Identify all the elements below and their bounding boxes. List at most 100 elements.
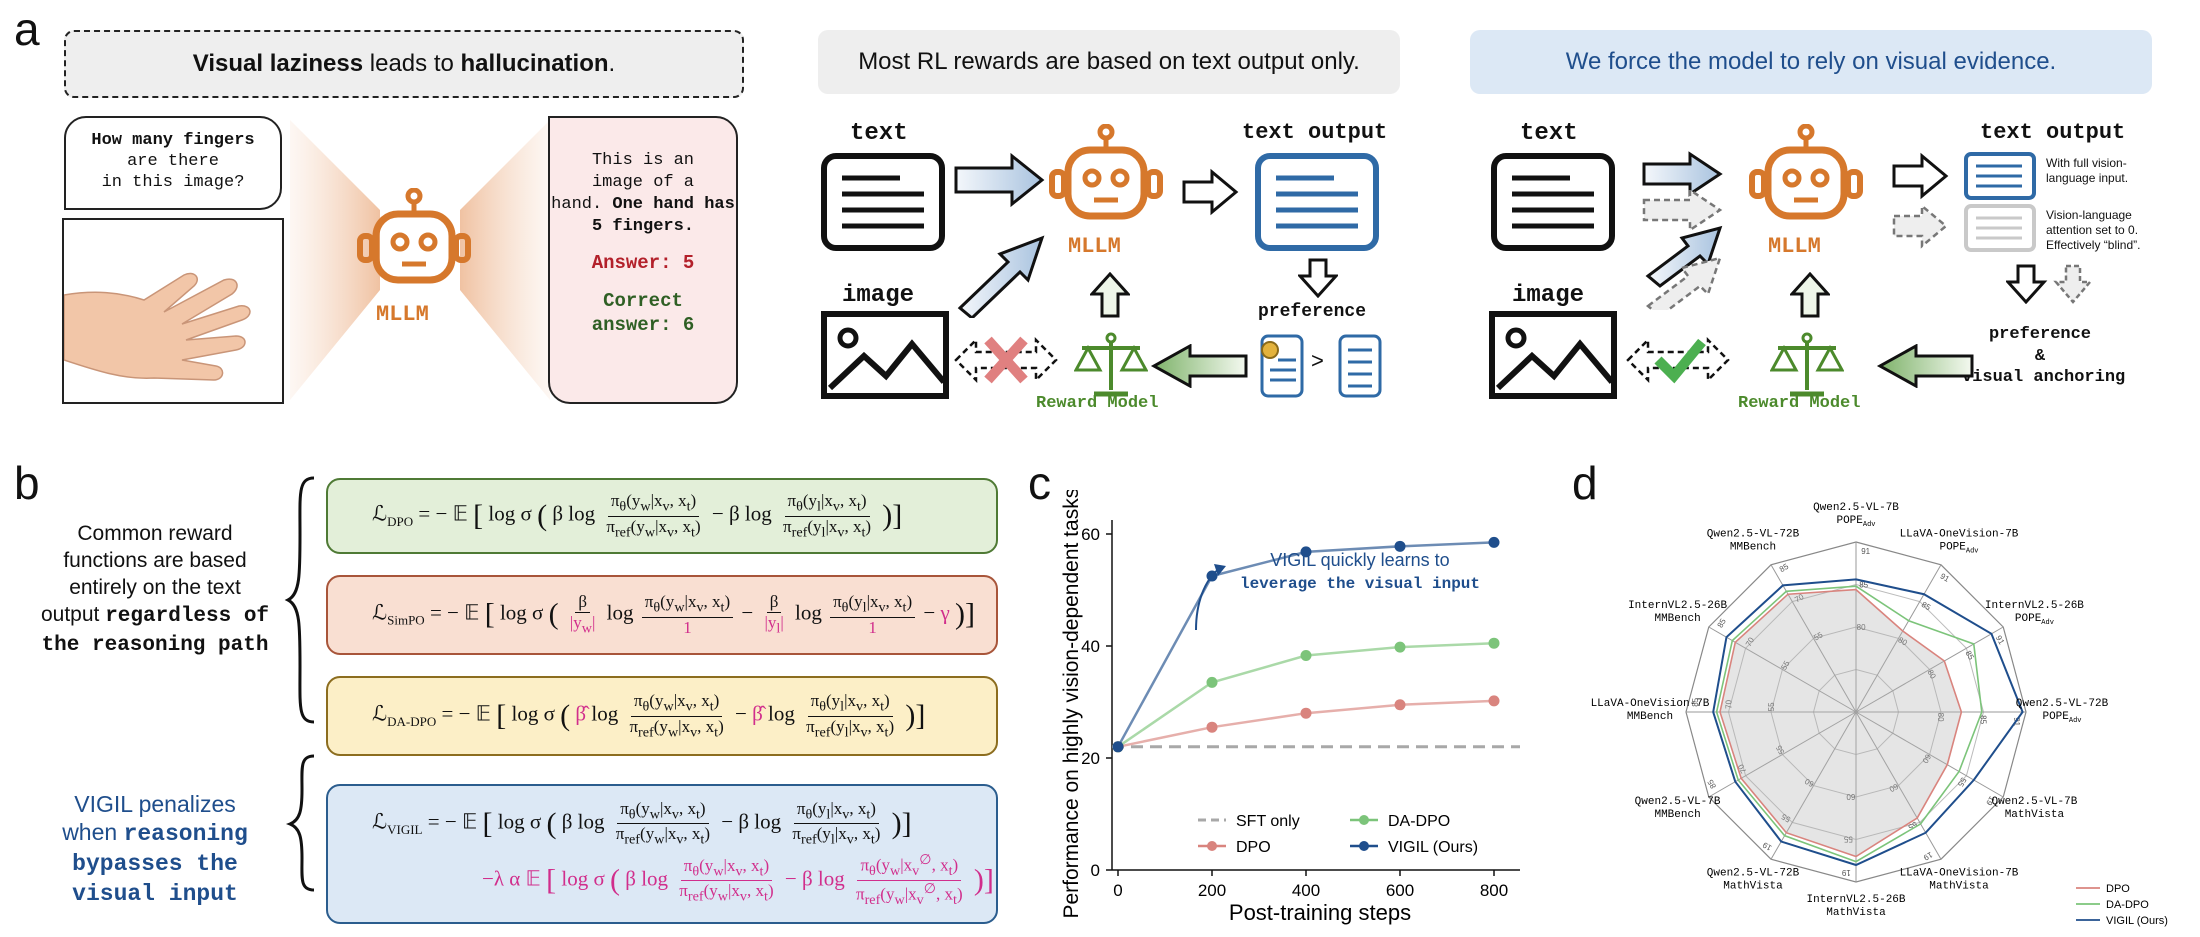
question-line2: are there xyxy=(127,152,219,171)
arrow-mllm-to-output-mid xyxy=(1182,168,1239,216)
text-doc-icon-mid xyxy=(821,153,945,251)
question-line3: in this image? xyxy=(101,173,245,192)
image-label-right: image xyxy=(1512,282,1585,309)
image-icon-right xyxy=(1489,311,1617,399)
panel-b-letter: b xyxy=(14,457,40,509)
radar-tick-label: 55 xyxy=(1767,702,1776,711)
data-point xyxy=(1488,536,1500,548)
y-tick-label: 20 xyxy=(1081,749,1100,768)
common-desc3: entirely on the text xyxy=(69,576,241,599)
text-label-mid: text xyxy=(850,120,908,147)
question-bubble: How many fingers are there in this image… xyxy=(64,116,282,210)
data-point xyxy=(1300,650,1312,662)
full-input-note: With full vision- language input. xyxy=(2046,156,2128,186)
data-point xyxy=(1206,676,1218,688)
blind-note2: attention set to 0. xyxy=(2046,223,2139,237)
title-left-mid: leads to xyxy=(363,50,461,77)
radar-tick-label: 19 xyxy=(1841,868,1850,877)
pref-anchor-label: preference & xyxy=(1960,324,2120,368)
eq-simpo-box: ℒSimPO = − 𝔼 [ log σ ( β|yw| log πθ(yw|x… xyxy=(326,575,998,655)
robot-icon-left xyxy=(357,188,471,284)
arrow-text-to-mllm-mid xyxy=(954,152,1045,208)
data-point xyxy=(1394,540,1406,552)
legend-label: VIGIL (Ours) xyxy=(1388,839,1478,856)
text-label-right: text xyxy=(1520,120,1578,147)
panel-a-title-right: We force the model to rely on visual evi… xyxy=(1470,30,2152,94)
radar-series-dpo xyxy=(1719,588,1963,858)
radar-series-da-dpo xyxy=(1715,585,1983,863)
chart-annotation-2: leverage the visual input xyxy=(1240,575,1480,593)
chart-annotation-1: VIGIL quickly learns to xyxy=(1270,550,1449,570)
data-point xyxy=(1206,721,1218,733)
text-output-label-right: text output xyxy=(1980,120,2126,145)
x-tick-label: 200 xyxy=(1198,881,1226,900)
data-point xyxy=(1394,641,1406,653)
answer-correct2: answer: 6 xyxy=(591,314,695,336)
answer-line2: image of a xyxy=(591,173,695,192)
vigil-mono2: bypasses the xyxy=(72,851,238,877)
radar-tick-label: 80 xyxy=(1857,623,1866,632)
pref-anchor3: visual anchoring xyxy=(1962,368,2126,387)
panel-d-letter: d xyxy=(1572,457,1598,509)
legend-label: DPO xyxy=(1236,839,1271,856)
title-left-bold1: Visual laziness xyxy=(192,50,364,77)
answer-line3: hand. xyxy=(551,195,603,214)
scale-icon-mid xyxy=(1074,332,1148,397)
radar-tick-label: 70 xyxy=(1725,699,1734,708)
mllm-label-left: MLLM xyxy=(376,302,429,327)
radar-tick-label: 85 xyxy=(1859,581,1868,590)
radar-spoke xyxy=(1855,626,2004,713)
preference-docs-icon-mid xyxy=(1260,334,1382,398)
question-bold: How many fingers xyxy=(91,131,255,150)
gt-symbol-mid: > xyxy=(1311,348,1324,373)
panel-a-letter: a xyxy=(14,3,40,55)
chart-ylabel: Performance on highly vision-dependent t… xyxy=(1060,490,1083,919)
robot-icon-right xyxy=(1749,124,1863,220)
eq-vigil-box: ℒVIGIL = − 𝔼 [ log σ ( β log πθ(yw|xv, x… xyxy=(326,784,998,924)
radar-tick-label: 85 xyxy=(1691,697,1700,706)
common-desc: Common reward functions are based entire… xyxy=(24,520,286,659)
data-point xyxy=(1488,637,1500,649)
arrow-reward-to-mllm-right xyxy=(1790,272,1830,318)
arrows-inputs-to-mllm-right xyxy=(1642,151,1723,310)
radar-tick-label: 80 xyxy=(1936,713,1945,722)
x-tick-label: 600 xyxy=(1386,881,1414,900)
vigil-desc: VIGIL penalizes when reasoning bypasses … xyxy=(24,790,286,908)
robot-icon-mid xyxy=(1049,124,1163,220)
answer-bold: One hand has 5 fingers. xyxy=(591,195,735,236)
mllm-label-mid: MLLM xyxy=(1068,234,1121,259)
scale-icon-right xyxy=(1770,332,1844,397)
common-mono2: the reasoning path xyxy=(41,634,269,657)
arrow-pref-to-reward-mid xyxy=(1150,344,1248,388)
y-tick-label: 60 xyxy=(1081,525,1100,544)
preference-label-mid: preference xyxy=(1258,302,1367,322)
common-mono1: regardless of xyxy=(105,605,270,628)
eq-dadpo-box: ℒDA-DPO = − 𝔼 [ log σ ( β̂ log πθ(yw|xv,… xyxy=(326,676,998,756)
x-tick-label: 400 xyxy=(1292,881,1320,900)
image-icon-mid xyxy=(821,311,949,399)
blind-note: Vision-language attention set to 0. Effe… xyxy=(2046,208,2140,253)
left-robot-cone xyxy=(290,120,550,400)
y-tick-label: 0 xyxy=(1091,861,1100,880)
radar-chart: 9185809185809185809185801955601955601955… xyxy=(1591,502,2168,927)
pref-anchor2: & xyxy=(2034,347,2046,366)
arrow-output-down-mid xyxy=(1298,258,1338,298)
data-point xyxy=(1300,707,1312,719)
legend-label: SFT only xyxy=(1236,813,1300,830)
data-point xyxy=(1394,699,1406,711)
eq-dpo-box: ℒDPO = − 𝔼 [ log σ ( β log πθ(yw|xv, xt)… xyxy=(326,478,998,554)
output-docs-icon-right xyxy=(1964,152,2036,252)
pref-anchor1: preference xyxy=(1988,325,2092,344)
legend-marker xyxy=(1207,841,1217,851)
hand-image xyxy=(62,218,284,404)
legend-label: DA-DPO xyxy=(1388,813,1450,830)
